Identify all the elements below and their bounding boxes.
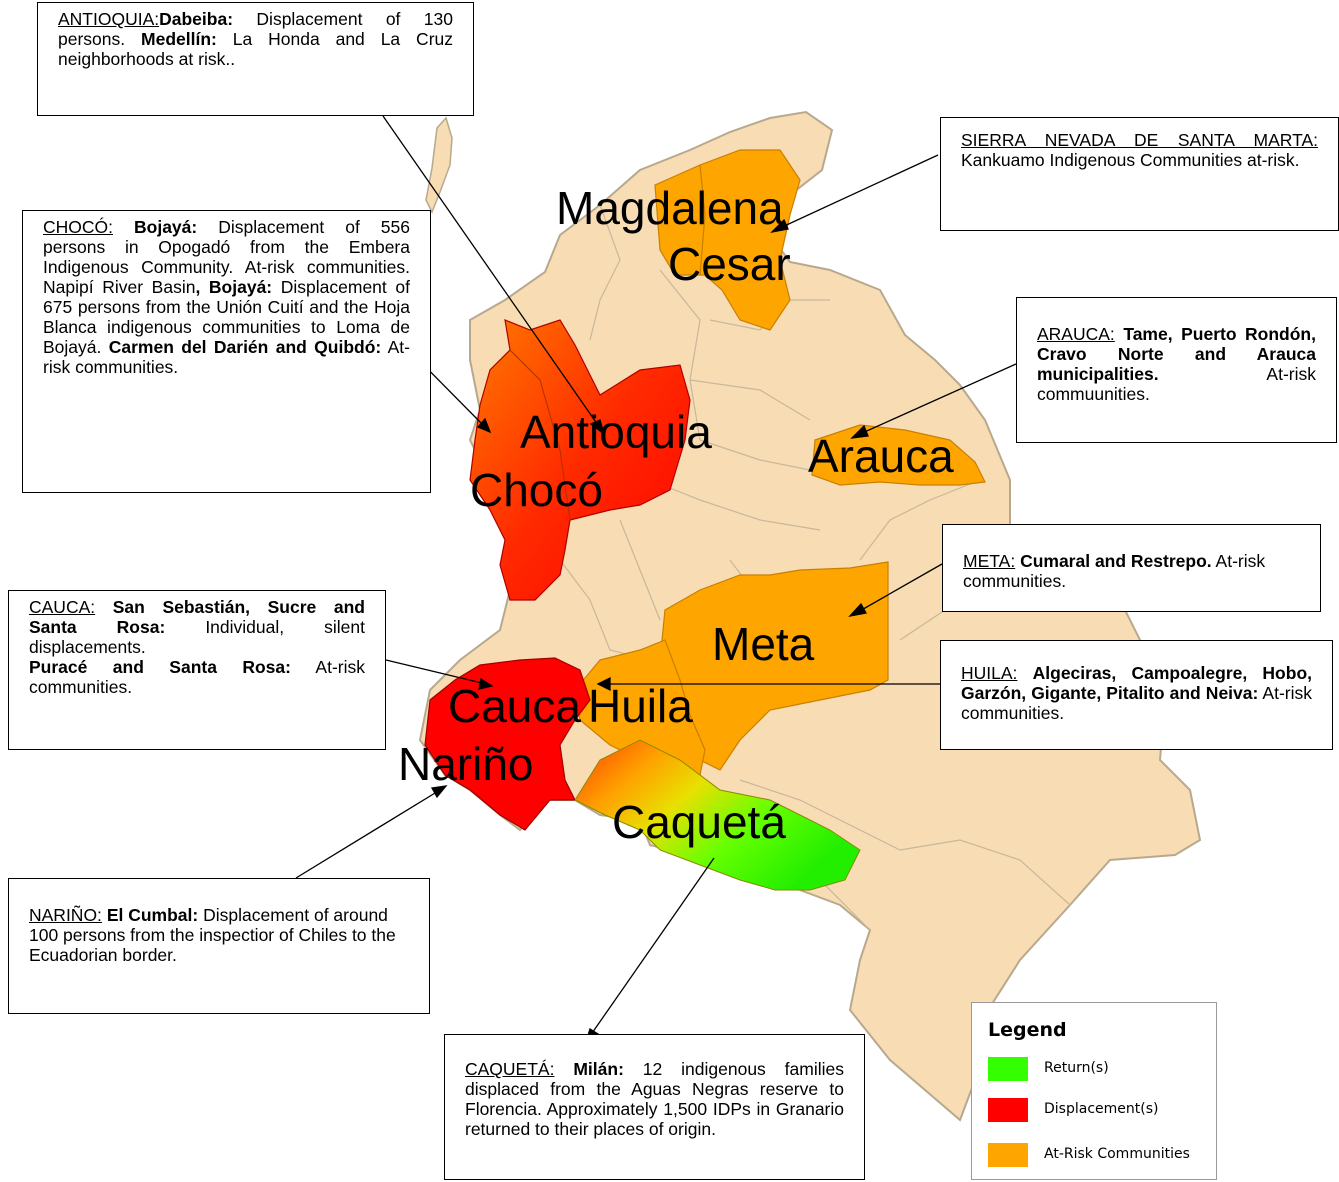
callout-sierra-text: Kankuamo Indigenous Communities at-risk.	[961, 150, 1300, 170]
callout-cauca-places-1: San Sebastián, Sucre and Santa Rosa:	[29, 597, 365, 637]
callout-meta-places: Cumaral and Restrepo.	[1020, 551, 1212, 571]
island-shape	[425, 116, 453, 214]
callout-cauca-text-2: At-risk communities.	[29, 657, 365, 697]
legend-label-at-risk: At-Risk Communities	[1044, 1146, 1190, 1162]
callout-arauca: ARAUCA: Tame, Puerto Rondón, Cravo Norte…	[1016, 297, 1337, 443]
callout-antioquia-region: ANTIOQUIA:	[58, 9, 160, 29]
callout-choco-place-bojaya-2: , Bojayá:	[195, 277, 273, 297]
callout-arauca-text: At-risk commuunities.	[1037, 364, 1316, 404]
label-magdalena: Magdalena	[556, 182, 784, 234]
legend-title: Legend	[988, 1019, 1067, 1041]
callout-choco: CHOCÓ: Bojayá: Displacement of 556 perso…	[22, 210, 431, 493]
callout-choco-text-2: Displacement of 675 persons from the Uni…	[43, 277, 410, 357]
callout-sierra-region: SIERRA NEVADA DE SANTA MARTA:	[961, 130, 1318, 150]
callout-choco-place-bojaya: Bojayá:	[134, 217, 198, 237]
callout-cauca-text-1: Individual, silent displacements.	[29, 617, 365, 657]
callout-choco-place-carmen: Carmen del Darién and Quibdó:	[108, 337, 382, 357]
magdalena-cesar-region	[654, 149, 801, 331]
label-choco: Chocó	[470, 464, 603, 516]
callout-huila: HUILA: Algeciras, Campoalegre, Hobo, Gar…	[940, 640, 1333, 750]
callout-meta-region: META:	[963, 551, 1016, 571]
callout-caqueta-region: CAQUETÁ:	[465, 1059, 555, 1079]
legend-swatch-at-risk	[988, 1143, 1028, 1167]
callout-meta-text: At-risk communities.	[963, 551, 1266, 591]
callout-narino: NARIÑO: El Cumbal: Displacement of aroun…	[8, 878, 430, 1014]
callout-antioquia-text-2: La Honda and La Cruz neighborhoods at ri…	[58, 29, 454, 69]
legend-item-at-risk: At-Risk Communities	[988, 1143, 1208, 1169]
callout-antioquia-place-medellin: Medellín:	[141, 29, 217, 49]
callout-cauca-region: CAUCA:	[29, 597, 96, 617]
legend-item-return: Return(s)	[988, 1057, 1208, 1083]
callout-choco-space-1	[113, 217, 134, 237]
map-legend: Legend Return(s) Displacement(s) At-Risk…	[971, 1002, 1217, 1180]
callout-choco-region: CHOCÓ:	[43, 217, 113, 237]
callout-meta: META: Cumaral and Restrepo. At-risk comm…	[942, 524, 1321, 612]
legend-swatch-displacement	[988, 1098, 1028, 1122]
label-arauca: Arauca	[808, 430, 954, 482]
callout-cauca-space	[95, 597, 113, 617]
callout-huila-region: HUILA:	[961, 663, 1018, 683]
cauca-narino-region	[424, 657, 591, 831]
callout-huila-space	[1017, 663, 1032, 683]
label-huila: Huila	[588, 680, 693, 732]
choco-antioquia-region	[469, 319, 691, 601]
callout-antioquia-place-dabeiba: Dabeiba:	[159, 9, 234, 29]
label-caqueta: Caquetá	[612, 796, 786, 848]
label-cesar: Cesar	[668, 238, 791, 290]
callout-antioquia-text-1: Displacement of 130 persons.	[58, 9, 453, 49]
caqueta-region	[574, 739, 861, 891]
callout-caqueta-place: Milán:	[573, 1059, 624, 1079]
legend-label-displacement: Displacement(s)	[1044, 1101, 1159, 1117]
label-antioquia: Antioquia	[520, 406, 712, 458]
callout-choco-text-3: At-risk communities.	[43, 337, 411, 377]
legend-swatch-return	[988, 1057, 1028, 1081]
legend-item-displacement: Displacement(s)	[988, 1098, 1208, 1124]
callout-caqueta-text: 12 indigenous families displaced from th…	[465, 1059, 844, 1139]
callout-narino-place: El Cumbal:	[106, 905, 199, 925]
label-meta: Meta	[712, 618, 815, 670]
label-narino: Nariño	[398, 738, 534, 790]
callout-huila-text: At-risk communities.	[961, 683, 1312, 723]
label-cauca: Cauca	[448, 680, 581, 732]
callout-arauca-places: Tame, Puerto Rondón, Cravo Norte and Ara…	[1037, 324, 1316, 384]
callout-huila-places: Algeciras, Campoalegre, Hobo, Garzón, Gi…	[961, 663, 1312, 703]
callout-narino-region: NARIÑO:	[29, 905, 102, 925]
arauca-region	[811, 424, 986, 486]
callout-sierra-nevada: SIERRA NEVADA DE SANTA MARTA: Kankuamo I…	[940, 117, 1339, 231]
callout-choco-text-1: Displacement of 556 persons in Opogadó f…	[43, 217, 410, 297]
callout-arauca-region: ARAUCA:	[1037, 324, 1115, 344]
callout-cauca: CAUCA: San Sebastián, Sucre and Santa Ro…	[8, 590, 386, 750]
callout-cauca-places-2: Puracé and Santa Rosa:	[29, 657, 291, 677]
legend-label-return: Return(s)	[1044, 1060, 1109, 1076]
callout-caqueta: CAQUETÁ: Milán: 12 indigenous families d…	[444, 1034, 865, 1180]
callout-narino-text: Displacement of around 100 persons from …	[29, 905, 396, 965]
callout-antioquia: ANTIOQUIA:Dabeiba: Displacement of 130 p…	[37, 2, 474, 116]
callout-caqueta-space	[554, 1059, 573, 1079]
